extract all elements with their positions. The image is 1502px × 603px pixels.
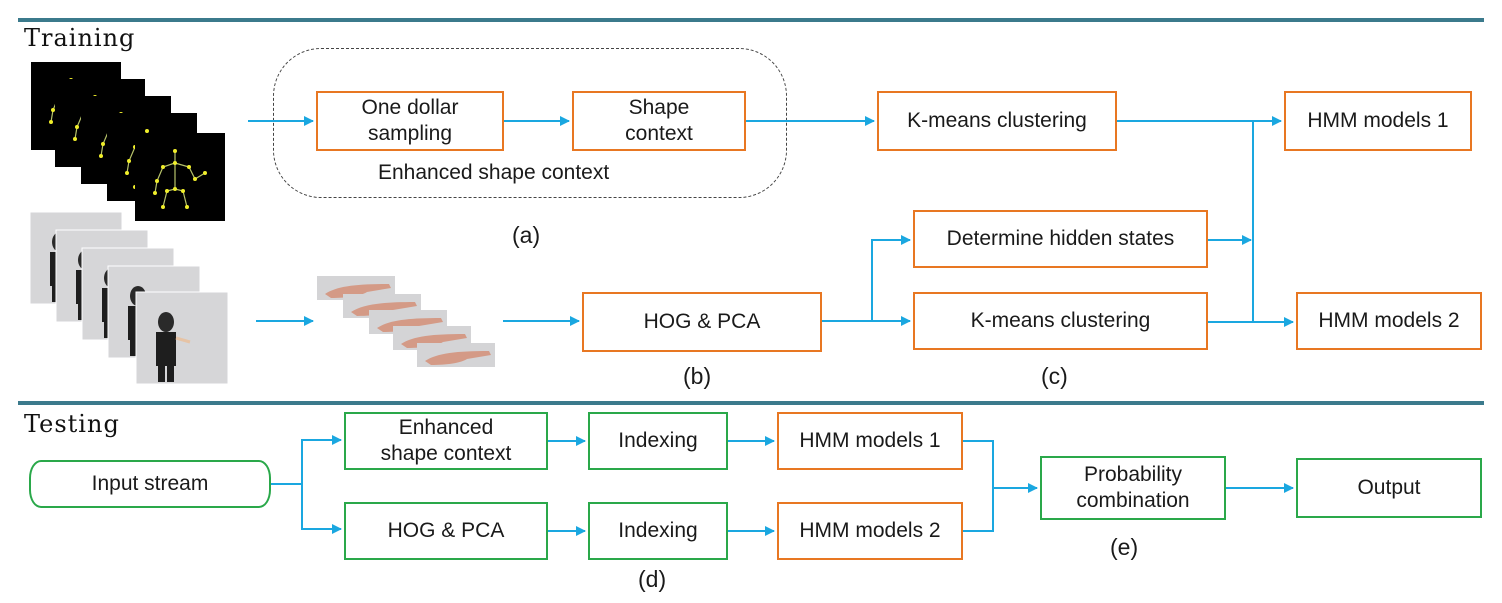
input-stream-box: Input stream — [29, 460, 271, 508]
arrow — [271, 435, 342, 485]
hog-pca-training-text: HOG & PCA — [643, 309, 761, 333]
hmm-models-1-training-text: HMM models 1 — [1307, 108, 1449, 132]
kmeans-bottom-box: K-means clustering — [913, 292, 1208, 350]
shape-context-text: Shape context — [625, 95, 693, 145]
skeleton-image-stack — [30, 61, 226, 222]
probability-text: Probability — [1083, 462, 1183, 486]
skeleton-frame — [134, 132, 226, 222]
one-dollar-sampling-text: One dollar sampling — [361, 95, 459, 145]
combination-text: combination — [1076, 489, 1190, 512]
hand-frame — [417, 343, 495, 367]
enhanced-text: Enhanced — [398, 415, 494, 439]
indexing-1-text: Indexing — [618, 428, 698, 452]
shape-context-line-text: shape context — [380, 442, 512, 465]
hand-image-stack — [317, 276, 495, 367]
hog-pca-training-box: HOG & PCA — [582, 292, 822, 352]
hmm-models-1-testing-box: HMM models 1 — [777, 412, 963, 470]
combine-line — [963, 440, 994, 532]
hmm-models-2-testing-box: HMM models 2 — [777, 502, 963, 560]
label-a: (a) — [512, 222, 541, 248]
label-c: (c) — [1041, 363, 1068, 389]
enhanced-shape-context-testing-box: Enhanced shape context — [344, 412, 548, 470]
middle-separator — [18, 401, 1484, 405]
output-text: Output — [1357, 475, 1421, 499]
label-e: (e) — [1110, 534, 1139, 560]
arrow — [871, 235, 911, 321]
indexing-1-box: Indexing — [588, 412, 728, 470]
determine-hidden-states-text: Determine hidden states — [946, 226, 1175, 250]
arrow — [301, 484, 342, 534]
arrows — [248, 116, 1294, 536]
kmeans-top-text: K-means clustering — [907, 108, 1087, 132]
hog-pca-testing-box: HOG & PCA — [344, 502, 548, 560]
one-dollar-sampling-box: One dollar sampling — [316, 91, 504, 151]
hog-pca-testing-text: HOG & PCA — [387, 518, 505, 542]
indexing-2-box: Indexing — [588, 502, 728, 560]
enhanced-shape-context-group — [273, 48, 787, 198]
hmm-models-1-training-box: HMM models 1 — [1284, 91, 1472, 151]
enhanced-shape-context-label: Enhanced shape context — [378, 161, 610, 184]
hmm-models-2-training-text: HMM models 2 — [1318, 308, 1460, 332]
label-d: (d) — [638, 566, 667, 592]
input-stream-text: Input stream — [91, 471, 209, 495]
probability-combination-box: Probability combination — [1040, 456, 1226, 520]
person-image-stack — [28, 210, 230, 386]
kmeans-bottom-text: K-means clustering — [970, 308, 1151, 332]
output-box: Output — [1296, 458, 1482, 518]
determine-hidden-states-box: Determine hidden states — [913, 210, 1208, 268]
shape-context-box: Shape context — [572, 91, 746, 151]
person-frame — [134, 290, 230, 386]
kmeans-top-box: K-means clustering — [877, 91, 1117, 151]
hmm-models-2-training-box: HMM models 2 — [1296, 292, 1482, 350]
indexing-2-text: Indexing — [618, 518, 698, 542]
training-title: Training — [24, 24, 136, 52]
testing-title: Testing — [24, 410, 120, 438]
top-separator — [18, 18, 1484, 22]
hmm-models-1-testing-text: HMM models 1 — [799, 428, 941, 452]
label-b: (b) — [683, 363, 712, 389]
hmm-models-2-testing-text: HMM models 2 — [799, 518, 941, 542]
